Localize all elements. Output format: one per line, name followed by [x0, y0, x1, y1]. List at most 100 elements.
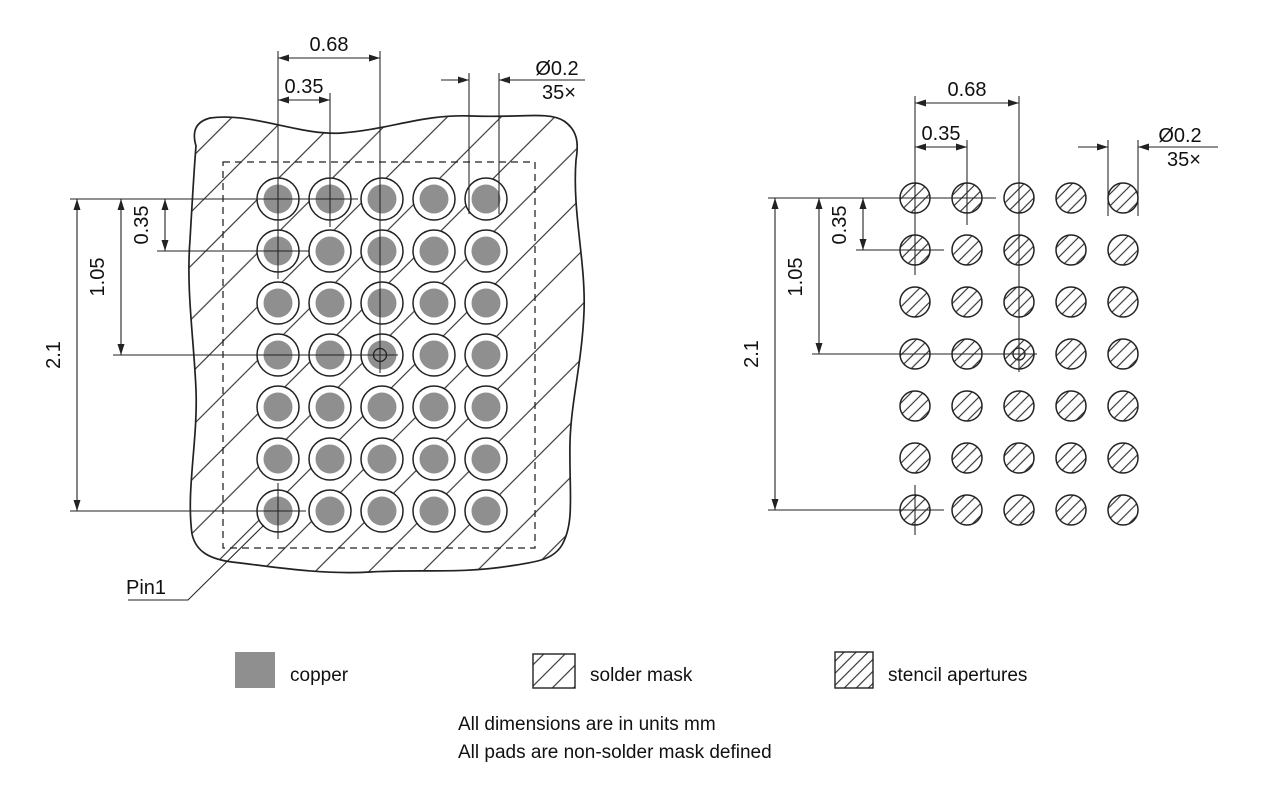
copper-pad — [263, 288, 293, 318]
stencil-aperture — [1107, 494, 1139, 526]
legend-label-stencil: stencil apertures — [888, 665, 1027, 686]
stencil-aperture — [1055, 286, 1087, 318]
copper-pad — [315, 236, 345, 266]
stencil-aperture — [951, 286, 983, 318]
stencil-aperture — [951, 234, 983, 266]
right-dim-half-span-y: 1.05 — [785, 198, 823, 354]
copper-pad — [471, 340, 501, 370]
origin-marker — [372, 347, 388, 363]
dim-label-count: 35× — [1167, 149, 1201, 171]
copper-pad — [367, 236, 397, 266]
stencil-view: 0.68 0.35 Ø0.2 35× 2.1 1.05 0.35 — [741, 79, 1218, 535]
dim-label-pitch-x: 0.35 — [922, 123, 961, 145]
stencil-aperture — [951, 442, 983, 474]
copper-pad — [367, 288, 397, 318]
copper-pad — [419, 444, 449, 474]
legend-label-copper: copper — [290, 665, 349, 686]
left-dim-span-y: 2.1 — [43, 199, 81, 511]
stencil-aperture — [1055, 494, 1087, 526]
copper-pad — [471, 496, 501, 526]
legend-item-solder-mask: solder mask — [532, 653, 693, 689]
dim-label-pitch-x: 0.35 — [285, 76, 324, 98]
left-dim-pitch-y: 0.35 — [131, 199, 169, 251]
dim-label-span-y: 2.1 — [43, 341, 65, 369]
dim-label-diameter: Ø0.2 — [1158, 125, 1201, 147]
copper-pad — [419, 340, 449, 370]
stencil-aperture — [1107, 182, 1139, 214]
stencil-aperture — [1055, 182, 1087, 214]
copper-pad — [471, 288, 501, 318]
dim-label-span-x: 0.68 — [310, 34, 349, 56]
right-centerlines — [768, 96, 1037, 535]
copper-pad — [471, 236, 501, 266]
copper-pad — [315, 288, 345, 318]
origin-marker — [1012, 347, 1026, 361]
copper-pad — [263, 444, 293, 474]
solder-mask-swatch — [532, 653, 576, 689]
copper-pad — [419, 184, 449, 214]
note-nsmd: All pads are non-solder mask defined — [458, 742, 772, 763]
copper-pad — [367, 392, 397, 422]
dim-label-diameter: Ø0.2 — [535, 58, 578, 80]
copper-pad — [367, 496, 397, 526]
right-dim-pitch-x: 0.35 — [915, 123, 967, 151]
dim-label-half-span-y: 1.05 — [87, 258, 109, 297]
dim-label-half-span-y: 1.05 — [785, 258, 807, 297]
left-dim-pitch-x: 0.35 — [278, 76, 330, 104]
stencil-swatch — [834, 651, 874, 689]
stencil-aperture — [1107, 234, 1139, 266]
land-pattern-view: 0.68 0.35 Ø0.2 35× 2.1 1.05 0.35 — [43, 34, 586, 601]
dim-label-span-y: 2.1 — [741, 340, 763, 368]
copper-pad — [471, 444, 501, 474]
right-dim-span-y: 2.1 — [741, 198, 779, 510]
copper-pad — [419, 288, 449, 318]
stencil-aperture — [1003, 494, 1035, 526]
copper-pad — [419, 392, 449, 422]
right-dim-pitch-y: 0.35 — [829, 198, 867, 250]
copper-pad-grid — [256, 177, 508, 533]
stencil-aperture — [1107, 390, 1139, 422]
stencil-aperture — [1055, 234, 1087, 266]
stencil-aperture — [899, 286, 931, 318]
copper-pad — [367, 444, 397, 474]
copper-pad — [419, 236, 449, 266]
right-dim-span-x: 0.68 — [915, 79, 1019, 107]
dim-label-pitch-y: 0.35 — [829, 206, 851, 245]
left-dim-span-x: 0.68 — [278, 34, 380, 62]
left-dim-half-span-y: 1.05 — [87, 199, 125, 355]
stencil-aperture — [1055, 390, 1087, 422]
copper-pad — [471, 392, 501, 422]
dim-label-pitch-y: 0.35 — [131, 206, 153, 245]
legend-item-copper: copper — [235, 652, 349, 688]
drawing-notes: All dimensions are in units mm All pads … — [458, 714, 772, 763]
legend: copper solder mask stencil apertures — [235, 651, 1027, 689]
copper-swatch — [235, 652, 275, 688]
dim-label-count: 35× — [542, 82, 576, 104]
stencil-aperture — [951, 494, 983, 526]
stencil-aperture — [1003, 390, 1035, 422]
copper-pad — [471, 184, 501, 214]
dim-label-span-x: 0.68 — [948, 79, 987, 101]
stencil-aperture — [1107, 442, 1139, 474]
stencil-aperture — [899, 442, 931, 474]
copper-pad — [315, 496, 345, 526]
stencil-aperture-grid — [899, 182, 1139, 526]
stencil-aperture — [1107, 286, 1139, 318]
left-dim-pad-diameter: Ø0.2 35× — [441, 58, 585, 214]
legend-label-solder-mask: solder mask — [590, 665, 693, 686]
right-dim-aperture-diameter: Ø0.2 35× — [1078, 125, 1218, 216]
copper-pad — [315, 392, 345, 422]
copper-pad — [315, 444, 345, 474]
copper-pad — [263, 392, 293, 422]
pin1-label: Pin1 — [126, 577, 166, 599]
stencil-aperture — [1055, 338, 1087, 370]
stencil-aperture — [1055, 442, 1087, 474]
stencil-aperture — [1003, 442, 1035, 474]
copper-pad — [419, 496, 449, 526]
copper-pad — [367, 184, 397, 214]
legend-item-stencil: stencil apertures — [834, 651, 1027, 689]
stencil-aperture — [899, 390, 931, 422]
pin1-callout: Pin1 — [126, 524, 265, 601]
